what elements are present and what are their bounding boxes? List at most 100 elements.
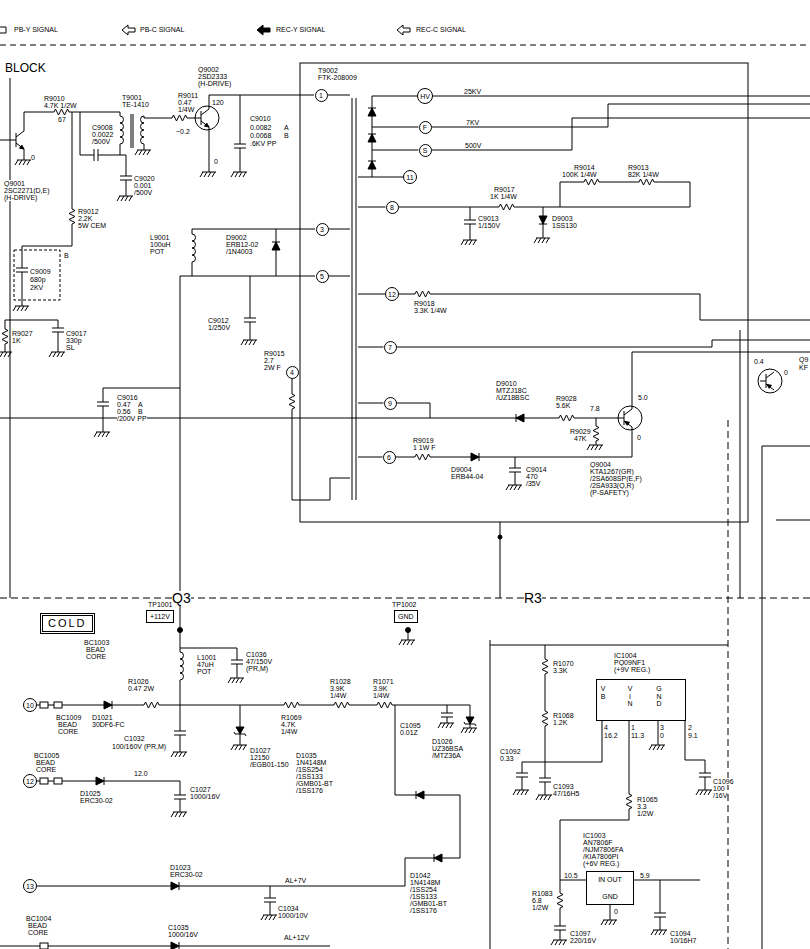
- flyback-primary-wiring: [244, 312, 256, 328]
- part-label: 470: [526, 473, 538, 480]
- power-supply-wiring: [40, 702, 48, 708]
- secondary-wiring: [506, 485, 522, 490]
- part-label: 0.0022: [92, 131, 113, 138]
- secondary-wiring: [587, 445, 603, 450]
- part-label: C9017: [66, 330, 87, 337]
- part-label: 0.47: [117, 401, 131, 408]
- legend-arrows: [0, 27, 6, 33]
- part-label: /1SS133: [296, 773, 323, 780]
- part-label: 5.0: [638, 394, 648, 401]
- block-label: BLOCK: [5, 62, 46, 74]
- part-label: PB-Y SIGNAL: [14, 26, 58, 33]
- regulator-wiring: [651, 930, 667, 935]
- part-label: C1093: [553, 783, 574, 790]
- part-label: 0.56: [117, 408, 131, 415]
- regulator-wiring: [626, 791, 632, 809]
- part-label: 0.47 2W: [128, 685, 154, 692]
- flyback-transformer: [432, 96, 810, 150]
- power-supply-wiring: [37, 858, 430, 886]
- secondary-wiring: [581, 179, 599, 185]
- flyback-primary-wiring: [192, 234, 196, 262]
- node-text: 11: [406, 174, 413, 181]
- secondary-wiring: [539, 212, 547, 228]
- block-border: [300, 63, 748, 522]
- flyback-primary-wiring: [180, 276, 315, 652]
- part-label: /200V PP: [117, 415, 147, 422]
- secondary-wiring: [636, 179, 654, 185]
- part-label: 1N4148M: [410, 879, 440, 886]
- power-supply-wiring: [464, 712, 476, 728]
- flyback-primary-wiring: [192, 229, 276, 276]
- part-label: 3.9K: [373, 685, 387, 692]
- part-label: C9012: [208, 317, 229, 324]
- node-text: GND: [398, 613, 414, 620]
- secondary-wiring: [399, 294, 810, 320]
- part-label: 0: [784, 369, 788, 376]
- regulator-wiring: [536, 795, 552, 800]
- h-drive-wiring: [13, 306, 29, 311]
- part-label: C1094: [670, 930, 691, 937]
- part-label: BEAD: [58, 721, 77, 728]
- part-label: BC1009: [56, 714, 81, 721]
- regulator-wiring: [699, 767, 711, 783]
- part-label: R9012: [78, 208, 99, 215]
- power-supply-wiring: [408, 630, 409, 640]
- part-label: 9.1: [688, 732, 698, 739]
- pin-name: V B: [600, 685, 607, 700]
- part-label: ERC30-02: [170, 871, 203, 878]
- h-drive-wiring: [234, 138, 246, 154]
- pin-name: G N D: [656, 685, 663, 708]
- flyback-transformer: [358, 177, 404, 457]
- part-label: L1001: [197, 654, 216, 661]
- power-supply-wiring: [234, 722, 246, 738]
- part-label: 47uH: [197, 661, 214, 668]
- part-label: AL+7V: [285, 877, 306, 884]
- node-text: 4: [290, 369, 294, 376]
- power-supply-wiring: [261, 915, 277, 920]
- power-supply-wiring: [374, 702, 392, 708]
- part-label: REC-Y SIGNAL: [276, 26, 325, 33]
- flyback-primary-wiring: [103, 388, 180, 432]
- part-label: Q9001: [4, 180, 25, 187]
- flyback-transformer: [372, 96, 419, 150]
- h-drive-wiring: [131, 114, 133, 148]
- part-label: BC1005: [34, 752, 59, 759]
- part-label: A: [284, 124, 289, 131]
- power-supply-wiring: [281, 702, 299, 708]
- secondary-wiring: [500, 522, 501, 598]
- part-label: R1065: [637, 796, 658, 803]
- part-label: (+9V REG.): [614, 666, 650, 673]
- legend-arrows: [122, 25, 135, 35]
- block-border: [728, 420, 729, 949]
- part-label: 1 1W F: [413, 444, 436, 451]
- part-label: C9008: [92, 124, 113, 131]
- part-label: TP1002: [392, 601, 417, 608]
- power-supply-wiring: [180, 652, 184, 680]
- part-label: R9014: [574, 164, 595, 171]
- h-drive-wiring: [209, 95, 314, 172]
- part-label: D9004: [451, 466, 472, 473]
- part-label: /35V: [526, 480, 540, 487]
- part-label: 47K: [574, 435, 586, 442]
- pin-circle: 3: [316, 223, 329, 236]
- part-label: D1027: [250, 747, 271, 754]
- part-label: 4.7K 1/2W: [44, 102, 77, 109]
- secondary-wiring: [618, 406, 642, 430]
- node-text: COLD: [48, 618, 87, 629]
- secondary-wiring: [467, 453, 483, 461]
- h-drive-wiring: [169, 115, 187, 121]
- part-label: TP1001: [148, 601, 173, 608]
- part-label: 5.9: [640, 872, 650, 879]
- legend-arrows: [257, 25, 270, 35]
- part-label: /GMB01-BT: [296, 780, 333, 787]
- part-label: 500V: [465, 142, 481, 149]
- part-label: 16.2: [604, 732, 618, 739]
- part-label: 1/4W: [330, 692, 346, 699]
- part-label: 82K 1/4W: [628, 171, 659, 178]
- secondary-wiring: [399, 182, 691, 207]
- part-label: C9010: [250, 115, 271, 122]
- part-label: MTZJ18C: [496, 387, 527, 394]
- secondary-wiring: [396, 427, 633, 457]
- part-label: /1N4003: [226, 248, 252, 255]
- secondary-wiring: [397, 340, 810, 347]
